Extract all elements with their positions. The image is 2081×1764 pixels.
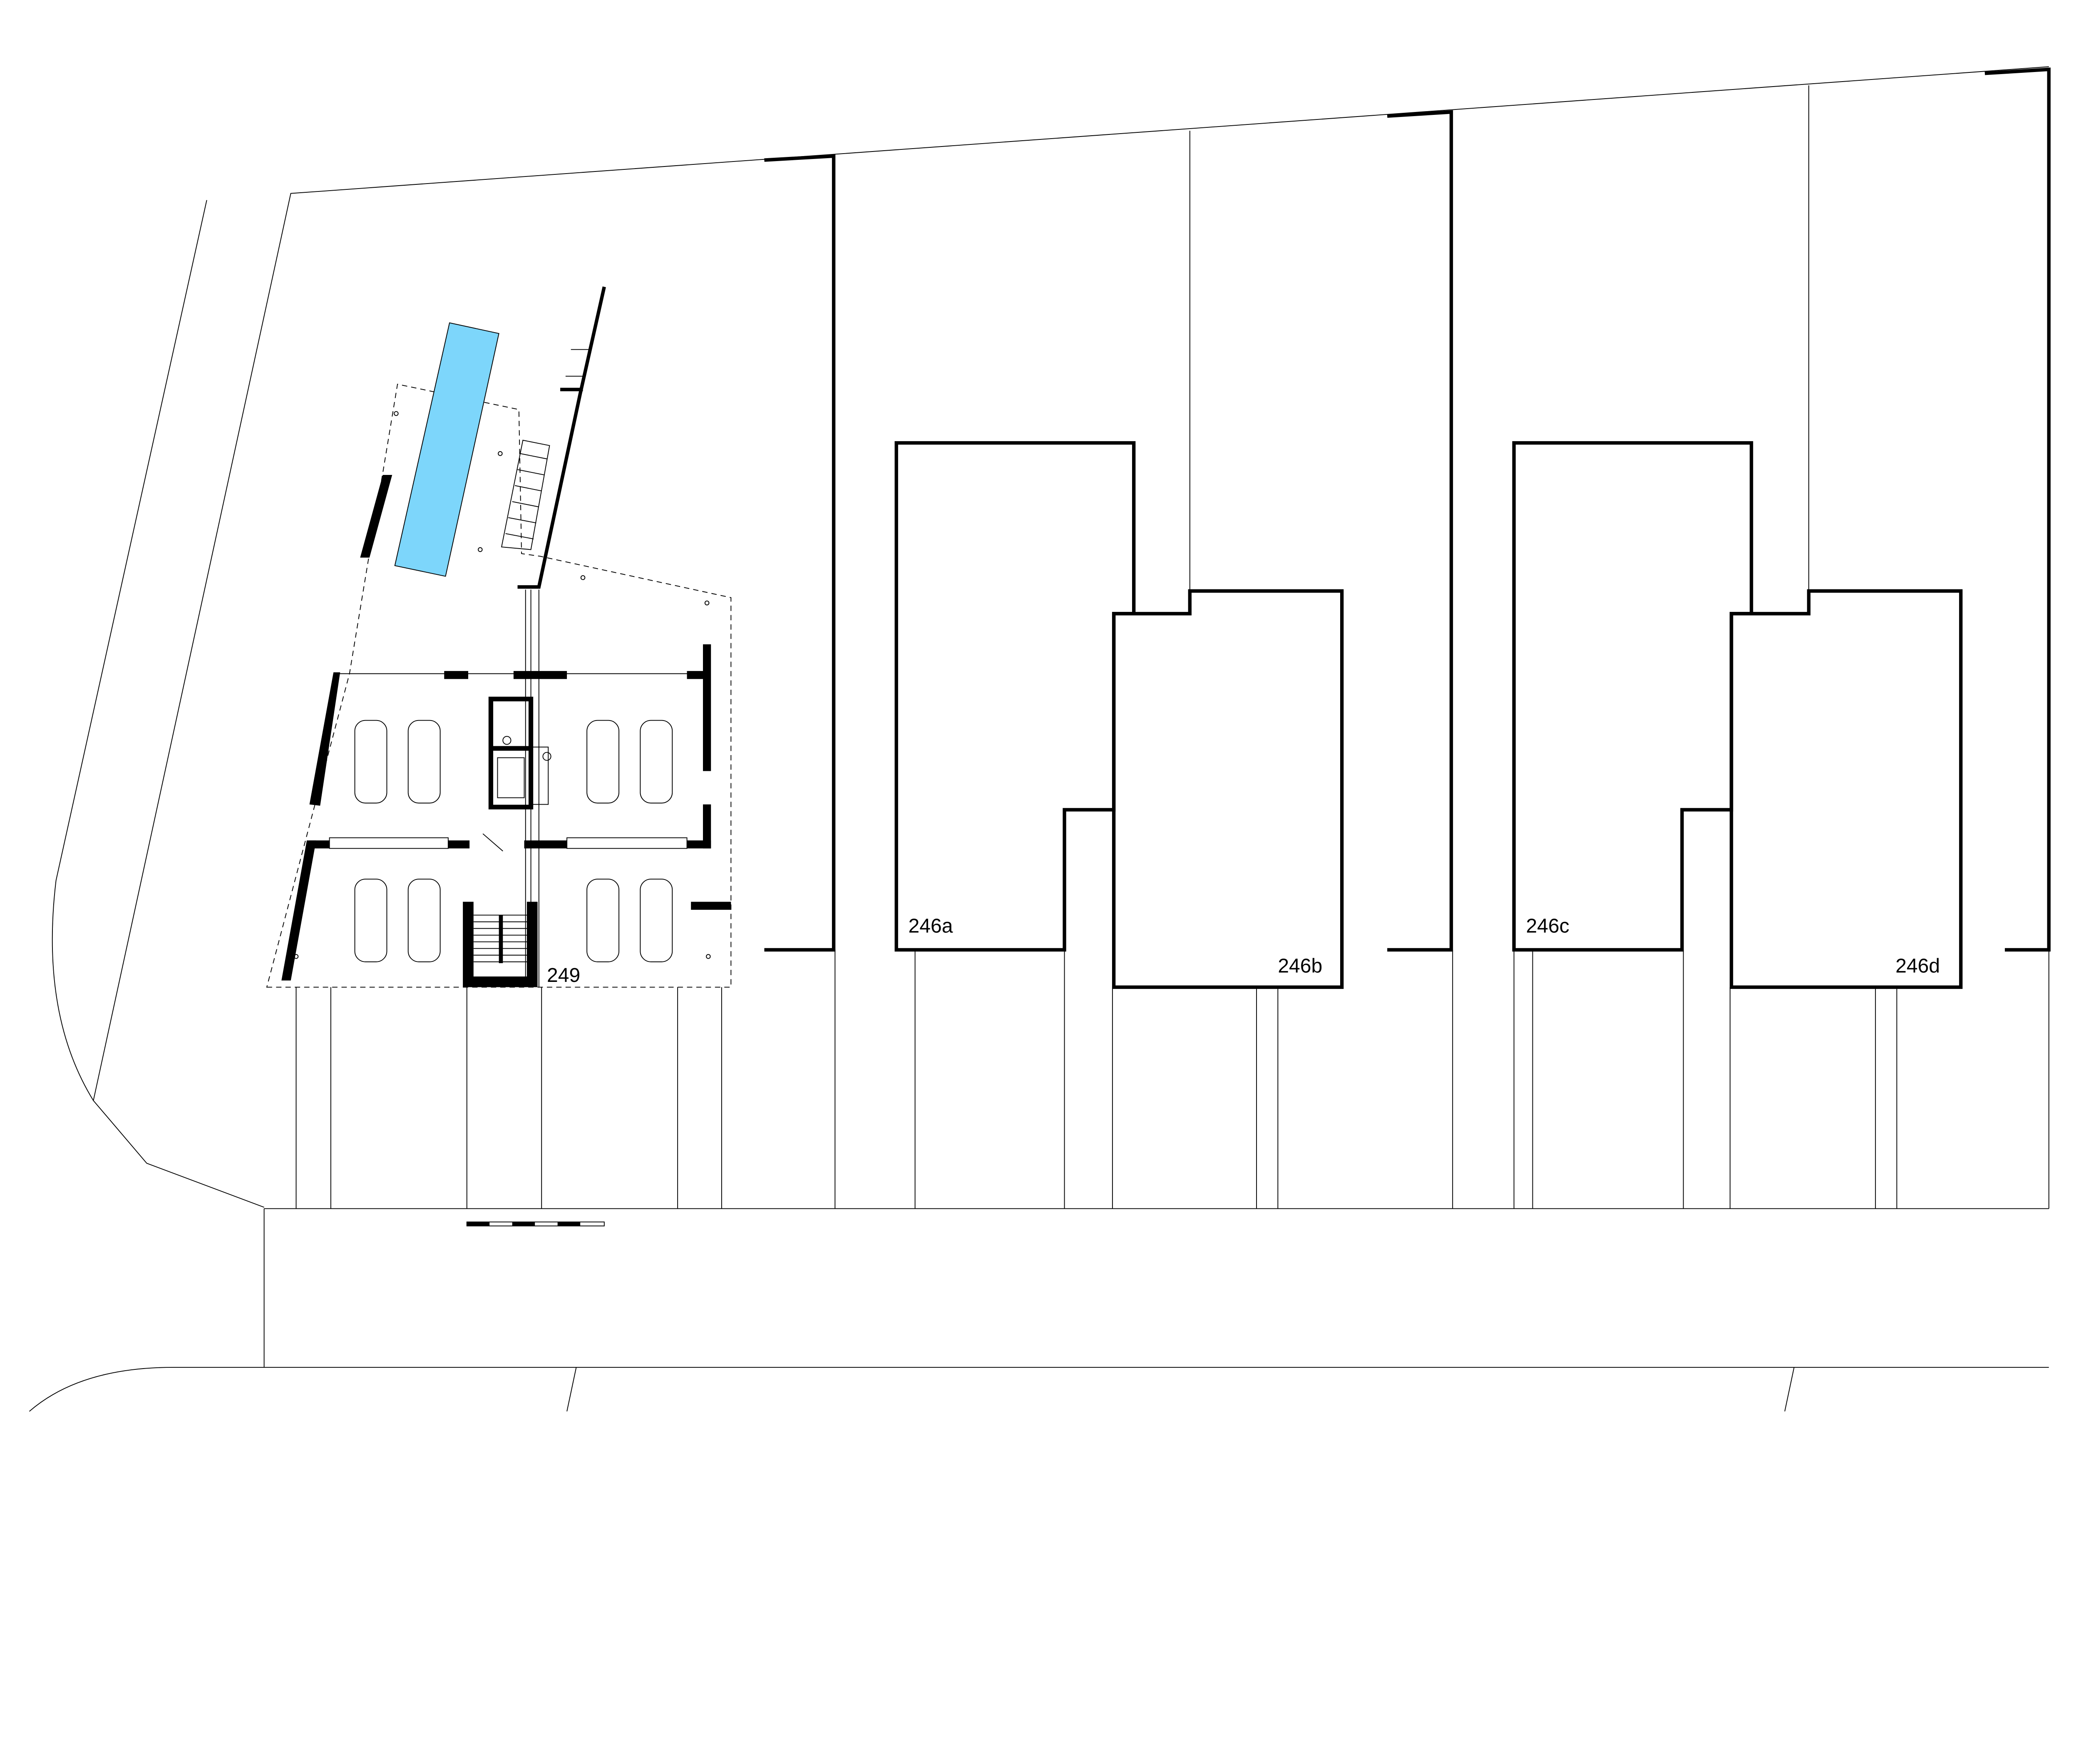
car [640,720,673,804]
house-246d: 246d [1729,589,1963,989]
stairwell [463,902,538,987]
scale-bar [466,1221,605,1227]
house-246a: 246a [894,441,1136,952]
pool [394,322,499,577]
house-label: 246b [1278,954,1322,977]
car [640,879,673,962]
house-label: 246d [1895,954,1940,977]
core [488,696,551,810]
parcel-strips [296,949,1897,1209]
house-label: 246c [1526,914,1569,937]
site-plan: 246a 246b 246c 246d [29,66,2051,1412]
entrance-stairs [501,440,550,550]
parked-cars [354,720,673,962]
plot-walls [764,67,2051,952]
building-249: 249 [266,286,732,988]
house-246c: 246c [1512,441,1753,952]
house-246b: 246b [1112,589,1344,989]
house-label: 246a [909,914,953,937]
building-label: 249 [547,964,580,986]
car [354,879,387,962]
car [586,879,620,962]
site-boundaries [29,66,2049,1412]
garage-walls [281,411,731,981]
car [354,720,387,804]
car [586,720,620,804]
car [407,879,441,962]
car [407,720,441,804]
